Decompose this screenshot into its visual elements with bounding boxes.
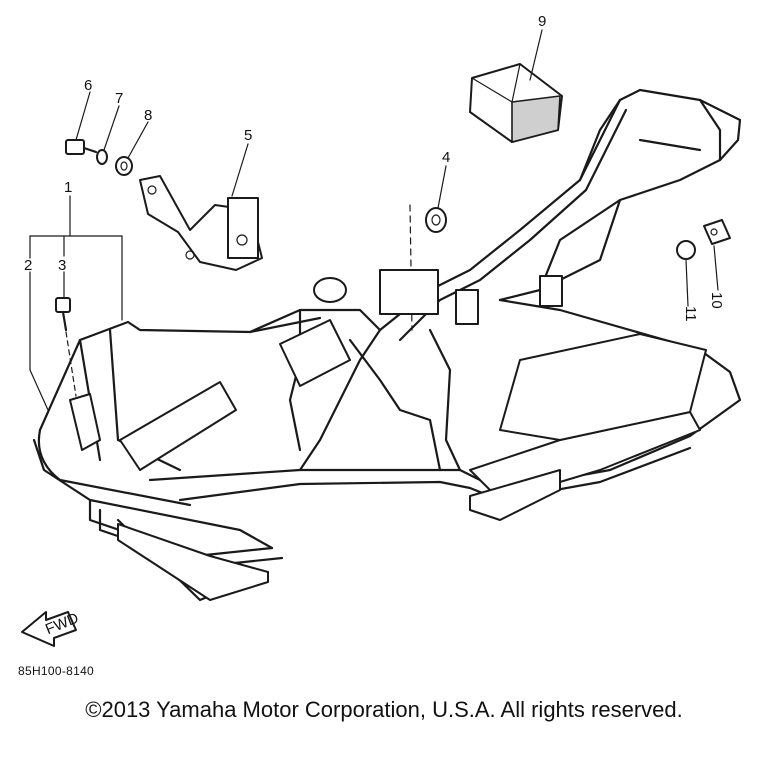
callout-5: 5 — [244, 127, 252, 144]
part-3-bolt — [55, 297, 77, 397]
part-7-washer — [96, 149, 108, 165]
part-8-collar — [115, 156, 133, 176]
part-5-bracket — [139, 175, 263, 271]
callout-3: 3 — [58, 257, 66, 274]
figure-code: 85H100-8140 — [18, 664, 95, 678]
callout-2: 2 — [24, 257, 32, 274]
callout-4: 4 — [442, 149, 450, 166]
callout-1: 1 — [64, 179, 72, 196]
callout-11: 11 — [682, 306, 699, 322]
part-6-bolt — [65, 139, 98, 155]
leader-lines — [29, 29, 719, 411]
part-11-nut — [676, 240, 696, 260]
callout-9: 9 — [538, 13, 546, 30]
main-frame — [32, 88, 742, 602]
callout-8: 8 — [144, 107, 152, 124]
copyright-notice: ©2013 Yamaha Motor Corporation, U.S.A. A… — [85, 697, 683, 722]
callout-7: 7 — [115, 90, 123, 107]
part-9-cushion — [469, 63, 563, 144]
fwd-arrow-icon: FWD — [21, 610, 81, 647]
callout-6: 6 — [84, 77, 92, 94]
part-10-plate — [703, 219, 731, 245]
callout-10: 10 — [708, 292, 725, 309]
part-4-grommet — [409, 204, 447, 331]
callout-labels: 1 2 3 4 5 6 7 8 9 10 11 — [24, 13, 725, 322]
